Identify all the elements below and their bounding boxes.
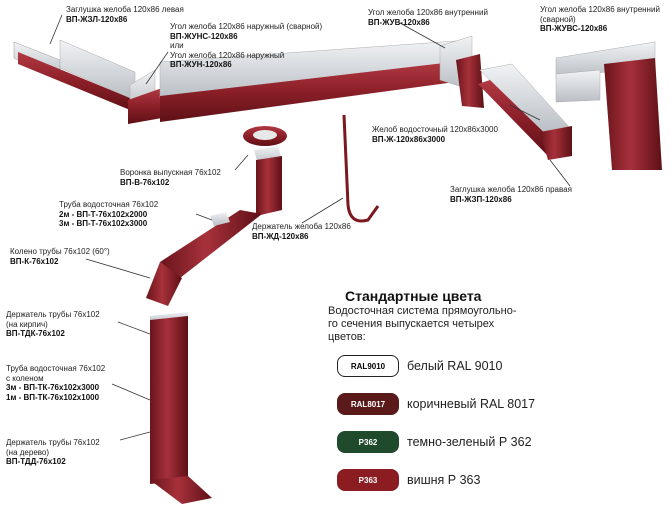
- label-holder-brick: Держатель трубы 76х102 (на кирпич) ВП-ТД…: [6, 310, 100, 339]
- pipe-diagonal: [160, 210, 262, 278]
- label-gutter: Желоб водосточный 120х86х3000 ВП-Ж-120х8…: [372, 125, 498, 144]
- label-bracket-gutter: Держатель желоба 120х86 ВП-ЖД-120х86: [252, 222, 351, 241]
- label-plug-right: Заглушка желоба 120х86 правая ВП-ЖЗП-120…: [450, 185, 572, 204]
- funnel-ring: [243, 126, 287, 146]
- gutter-inner-corner: [440, 36, 484, 108]
- label-funnel: Воронка выпускная 76х102 ВП-В-76х102: [120, 168, 221, 187]
- color-swatch-ral9010: RAL9010: [337, 355, 399, 377]
- color-name-p362: темно-зеленый Р 362: [407, 435, 532, 449]
- label-holder-wood: Держатель трубы 76х102 (на дерево) ВП-ТД…: [6, 438, 100, 467]
- label-elbow: Колено трубы 76х102 (60°) ВП-К-76х102: [10, 247, 110, 266]
- color-swatch-p363: P363: [337, 469, 399, 491]
- legend-description: Водосточная система прямоугольно- го сеч…: [328, 305, 517, 344]
- label-corner-inner-welded: Угол желоба 120х86 внутренний (сварной) …: [540, 5, 660, 34]
- label-corner-outer: Угол желоба 120х86 наружный (сварной) ВП…: [170, 22, 322, 70]
- color-name-p363: вишня Р 363: [407, 473, 480, 487]
- color-name-ral8017: коричневый RAL 8017: [407, 397, 535, 411]
- label-pipe: Труба водосточная 76х102 2м - ВП-Т-76х10…: [59, 200, 158, 229]
- label-plug-left: Заглушка желоба 120х86 левая ВП-ЖЗЛ-120х…: [66, 5, 184, 24]
- legend-title: Стандартные цвета: [345, 288, 481, 304]
- color-name-ral9010: белый RAL 9010: [407, 359, 502, 373]
- gutter-left-section: [14, 40, 135, 112]
- color-swatch-p362: P362: [337, 431, 399, 453]
- funnel-outlet: [254, 146, 282, 216]
- label-corner-inner: Угол желоба 120х86 внутренний ВП-ЖУВ-120…: [368, 8, 488, 27]
- label-pipe-knee: Труба водосточная 76х102 с коленом 3м - …: [6, 364, 105, 402]
- pipe-vertical: [150, 312, 212, 504]
- color-swatch-ral8017: RAL8017: [337, 393, 399, 415]
